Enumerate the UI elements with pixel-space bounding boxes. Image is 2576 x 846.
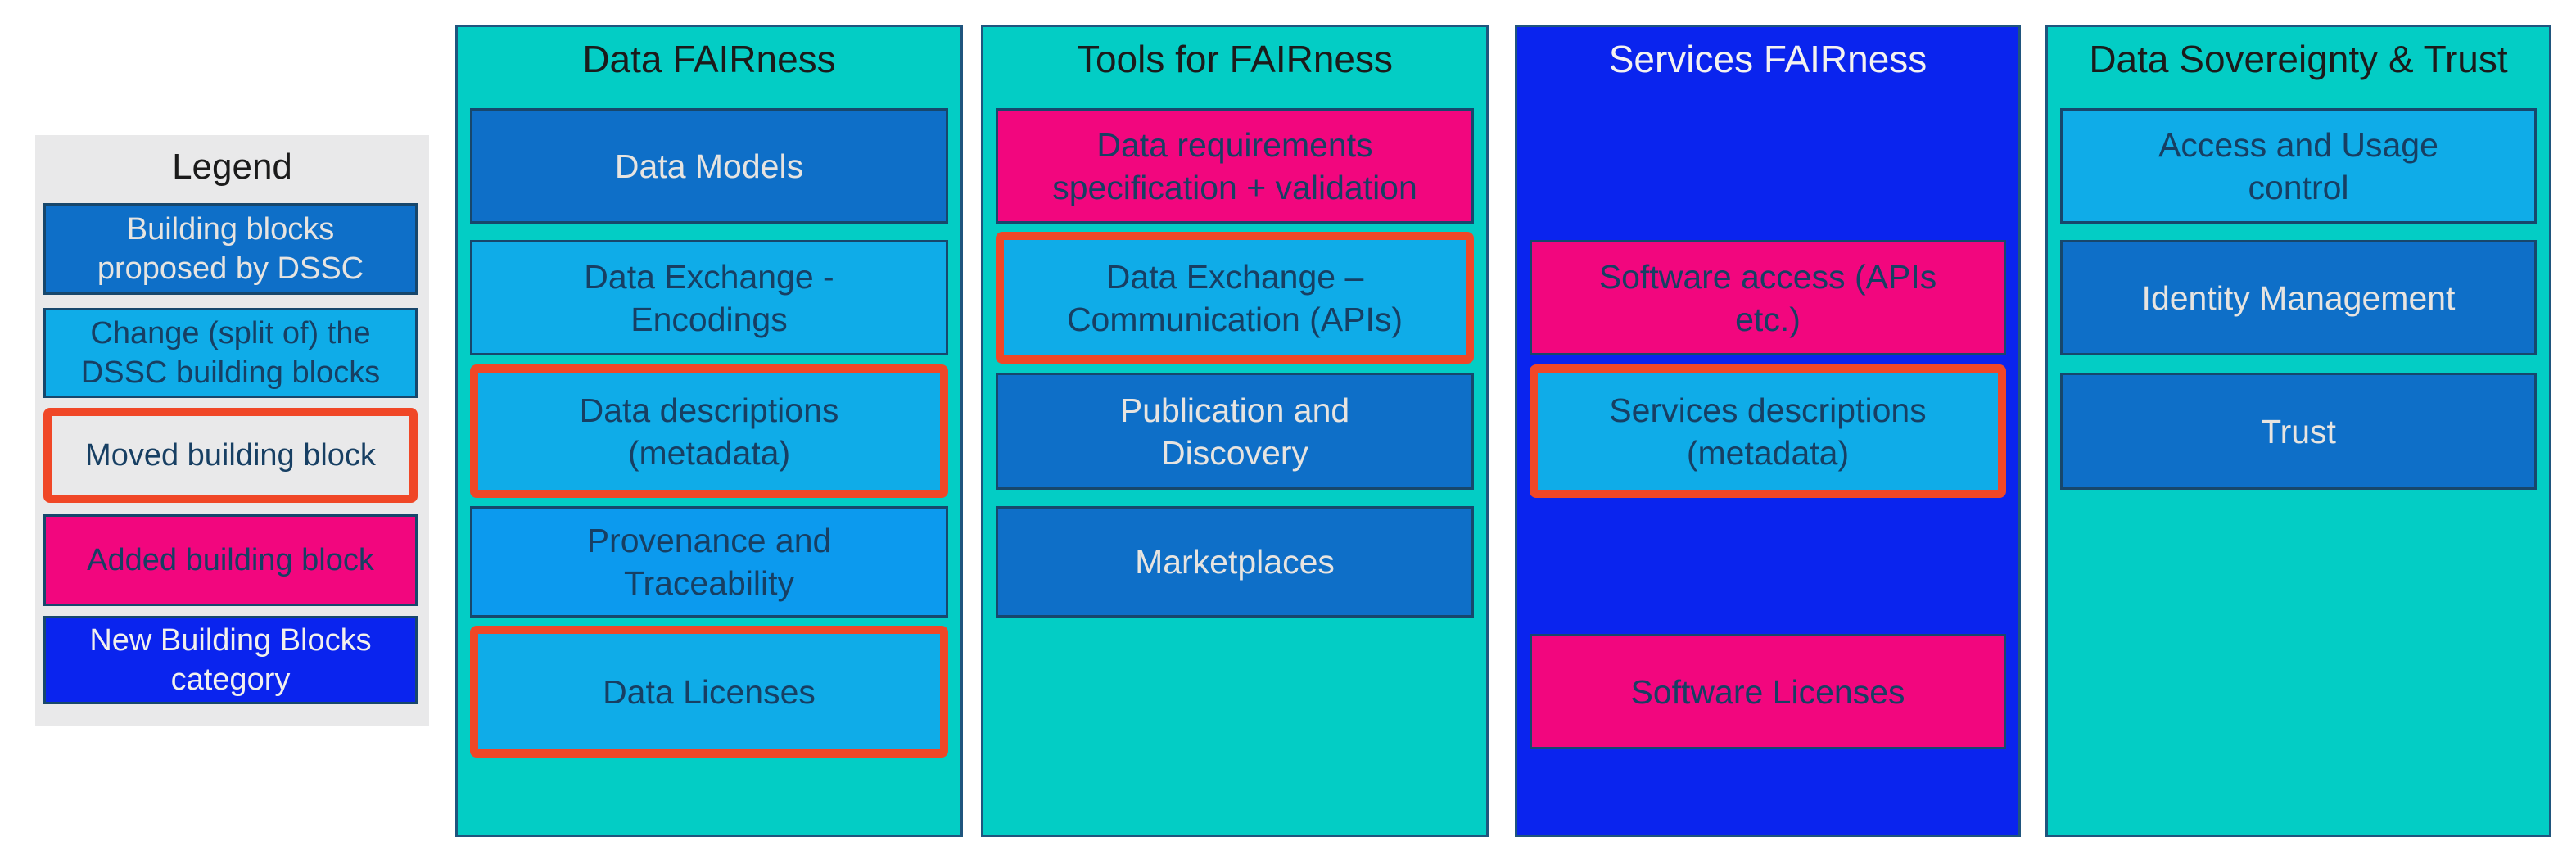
block-identity-management: Identity Management (2060, 240, 2537, 355)
column-title-services-fairness: Services FAIRness (1608, 38, 1927, 80)
block-publication-and-discovery: Publication and Discovery (996, 373, 1474, 490)
legend-item-moved-block: Moved building block (43, 408, 418, 503)
block-software-licenses: Software Licenses (1530, 634, 2006, 749)
legend-item-added-block: Added building block (43, 514, 418, 606)
legend-item-new-category: New Building Blocks category (43, 616, 418, 704)
block-data-descriptions-metadata: Data descriptions (metadata) (470, 364, 948, 498)
block-data-models: Data Models (470, 108, 948, 224)
block-data-exchange-encodings: Data Exchange - Encodings (470, 240, 948, 355)
block-access-and-usage-control: Access and Usage control (2060, 108, 2537, 224)
block-services-descriptions-metadata: Services descriptions (metadata) (1530, 364, 2006, 498)
legend-item-proposed-by-dssc: Building blocks proposed by DSSC (43, 203, 418, 295)
legend-panel: Legend Building blocks proposed by DSSC … (35, 135, 429, 726)
block-provenance-and-traceability: Provenance and Traceability (470, 506, 948, 618)
legend-item-change-split: Change (split of) the DSSC building bloc… (43, 308, 418, 398)
column-data-fairness: Data FAIRness Data Models Data Exchange … (455, 25, 963, 837)
block-data-exchange-communication-apis: Data Exchange – Communication (APIs) (996, 232, 1474, 364)
block-data-licenses: Data Licenses (470, 626, 948, 758)
legend-title: Legend (172, 147, 292, 187)
block-marketplaces: Marketplaces (996, 506, 1474, 618)
column-data-sovereignty-trust: Data Sovereignty & Trust Access and Usag… (2045, 25, 2551, 837)
column-title-data-sovereignty-trust: Data Sovereignty & Trust (2089, 38, 2508, 80)
column-tools-for-fairness: Tools for FAIRness Data requirements spe… (981, 25, 1489, 837)
block-software-access-apis: Software access (APIs etc.) (1530, 240, 2006, 355)
column-services-fairness: Services FAIRness Software access (APIs … (1515, 25, 2021, 837)
column-title-data-fairness: Data FAIRness (582, 38, 836, 80)
block-data-requirements-specification-validation: Data requirements specification + valida… (996, 108, 1474, 224)
column-title-tools-for-fairness: Tools for FAIRness (1076, 38, 1394, 80)
block-trust: Trust (2060, 373, 2537, 490)
